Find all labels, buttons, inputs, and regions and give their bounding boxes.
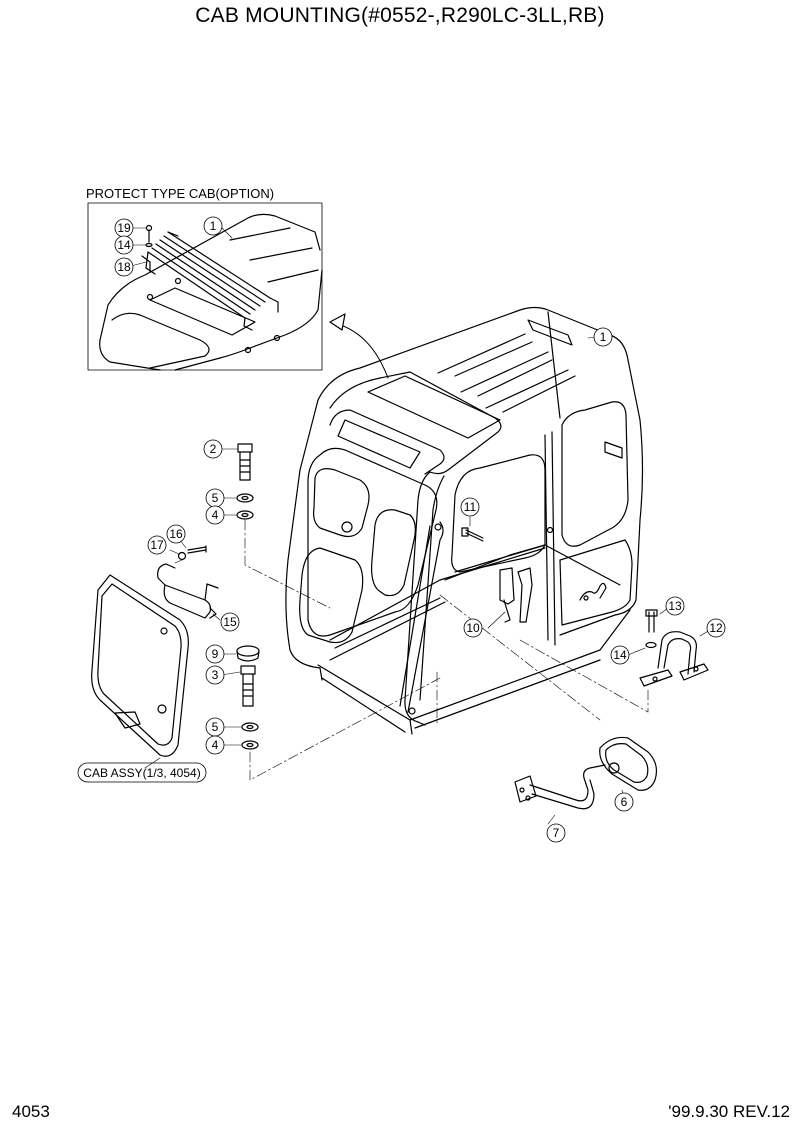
inset-title: PROTECT TYPE CAB(OPTION) [86,186,274,201]
main-cab-body [285,306,644,735]
rear-mirror-6 [599,736,658,801]
page-number: 4053 [12,1102,50,1121]
protect-type-cab-inset [87,202,323,371]
mirror-bracket-15 [157,563,219,619]
callout-11: 11 [464,500,477,514]
callout-9: 9 [212,647,219,661]
callout-4-upper: 4 [212,508,219,522]
callout-7: 7 [553,826,560,840]
callout-3: 3 [212,668,219,682]
callout-17: 17 [150,538,164,552]
callout-10: 10 [466,621,480,635]
callout-5-lower: 5 [212,720,219,734]
grab-handle-12 [639,631,709,687]
callout-14-inset: 14 [117,238,131,252]
callout-13: 13 [668,599,682,613]
cab-assy-reference: CAB ASSY(1/3, 4054) [83,766,200,780]
callout-14: 14 [613,648,627,662]
page-title: CAB MOUNTING(#0552-,R290LC-3LL,RB) [195,4,605,27]
mirror-bracket-7 [514,764,606,825]
callout-5-upper: 5 [212,491,219,505]
callout-2: 2 [210,442,217,456]
callout-1-inset: 1 [210,219,217,233]
callout-1: 1 [600,330,607,344]
callout-6: 6 [621,795,628,809]
cab-window-assembly [91,574,189,757]
callout-16: 16 [169,527,183,541]
callout-4-lower: 4 [212,738,219,752]
callout-19: 19 [117,221,131,235]
callout-12: 12 [709,621,723,635]
callout-15: 15 [223,615,237,629]
callout-18: 18 [117,260,131,274]
revision-date: '99.9.30 REV.12 [668,1102,790,1121]
